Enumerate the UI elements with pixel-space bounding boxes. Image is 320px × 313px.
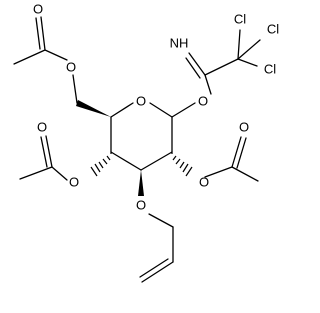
bond-cacyl3-ch3 bbox=[231, 166, 259, 182]
bond-cacyl1-ocarbonyl-double bbox=[35, 17, 41, 50]
bond-o2-cacyl3 bbox=[204, 166, 233, 178]
bond-cimidate-n bbox=[188, 52, 206, 76]
c6-oxygen-label: O bbox=[66, 59, 76, 74]
bond-ccl3-cl3 bbox=[237, 58, 258, 67]
bond-cacyl3-ocarbonyl-double bbox=[236, 137, 247, 169]
bond-cacyl2-ocarbonyl-double bbox=[40, 136, 48, 168]
ring-oxygen-label: O bbox=[136, 93, 146, 108]
bond-c6-o6 bbox=[72, 74, 78, 104]
imine-nh-label: NH bbox=[170, 35, 189, 50]
bonds bbox=[13, 16, 261, 283]
bond-ch-ch2-double bbox=[141, 261, 174, 283]
hash-c2-o2 bbox=[171, 152, 193, 177]
bond-o1-cimidate bbox=[204, 74, 212, 95]
bond-cacyl1-ocarbonyl bbox=[40, 16, 46, 51]
bond-c1-o1 bbox=[171, 102, 196, 118]
bond-o3-ch2 bbox=[148, 213, 174, 228]
atom-labels: O O O O O O O O O NH Cl Cl Cl bbox=[33, 1, 279, 212]
hash-c4-o4 bbox=[90, 152, 112, 177]
wedge-c3-o3 bbox=[138, 170, 144, 196]
bond-ch-ch2-double-inner bbox=[139, 258, 169, 278]
c4-oxygen-label: O bbox=[69, 174, 79, 189]
bond-c3-c4 bbox=[110, 151, 142, 171]
c3-oxygen-label: O bbox=[136, 197, 146, 212]
bond-ccl3-cl1 bbox=[237, 29, 241, 60]
bond-cimidate-ccl3 bbox=[204, 58, 239, 76]
bond-ccl3-cl2 bbox=[237, 39, 261, 60]
bond-cacyl2-ocarbonyl bbox=[45, 135, 53, 168]
c4-carbonyl-oxygen-label: O bbox=[37, 119, 47, 134]
bond-cacyl1-ch3 bbox=[13, 49, 46, 65]
chlorine-1-label: Cl bbox=[234, 11, 246, 26]
bond-o6-cacyl1 bbox=[44, 49, 68, 61]
bond-o5-c1 bbox=[149, 102, 173, 118]
bond-cacyl3-ocarbonyl bbox=[231, 136, 242, 168]
c2-carbonyl-oxygen-label: O bbox=[239, 119, 249, 134]
c6-carbonyl-oxygen-label: O bbox=[33, 1, 43, 16]
bond-o4-cacyl2 bbox=[51, 166, 68, 181]
anomeric-oxygen-label: O bbox=[198, 93, 208, 108]
chlorine-3-label: Cl bbox=[264, 61, 276, 76]
chlorine-2-label: Cl bbox=[267, 21, 279, 36]
bond-cacyl2-ch3 bbox=[19, 166, 53, 180]
bond-c5-o5 bbox=[110, 102, 134, 118]
wedge-c5-c6 bbox=[76, 100, 111, 117]
bond-c2-c3 bbox=[140, 151, 173, 171]
c2-oxygen-label: O bbox=[199, 174, 209, 189]
chemical-structure: O O O O O O O O O NH Cl Cl Cl bbox=[13, 1, 279, 283]
bond-cimidate-n-double bbox=[185, 57, 201, 79]
